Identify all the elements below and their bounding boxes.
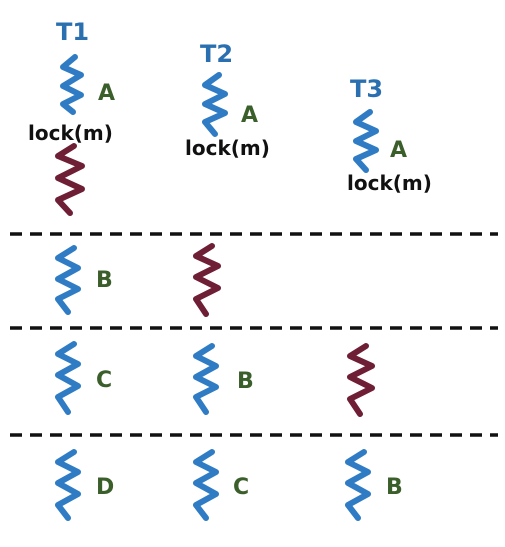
running-squiggle bbox=[202, 72, 228, 137]
phase-label-b: B bbox=[237, 369, 254, 394]
running-squiggle bbox=[55, 449, 81, 521]
running-squiggle bbox=[353, 109, 379, 173]
running-squiggle bbox=[345, 449, 371, 521]
thread-title-t3: T3 bbox=[350, 75, 383, 103]
running-squiggle bbox=[55, 341, 81, 415]
phase-label-a: A bbox=[98, 81, 115, 106]
running-squiggle bbox=[193, 449, 219, 521]
phase-label-c: C bbox=[96, 368, 112, 393]
phase-label-b: B bbox=[386, 475, 403, 500]
lock-label: lock(m) bbox=[28, 121, 113, 145]
running-squiggle bbox=[193, 343, 219, 415]
phase-label-a: A bbox=[241, 103, 258, 128]
lock-label: lock(m) bbox=[185, 136, 270, 160]
lock-label: lock(m) bbox=[347, 171, 432, 195]
phase-label-a: A bbox=[390, 138, 407, 163]
thread-title-t1: T1 bbox=[56, 18, 89, 46]
phase-label-b: B bbox=[96, 268, 113, 293]
phase-label-d: D bbox=[96, 475, 114, 500]
thread-title-t2: T2 bbox=[200, 40, 233, 68]
running-squiggle bbox=[55, 245, 81, 315]
waiting-squiggle bbox=[55, 143, 85, 216]
phase-label-c: C bbox=[233, 475, 249, 500]
running-squiggle bbox=[60, 54, 84, 115]
waiting-squiggle bbox=[193, 243, 221, 317]
waiting-squiggle bbox=[347, 343, 375, 417]
